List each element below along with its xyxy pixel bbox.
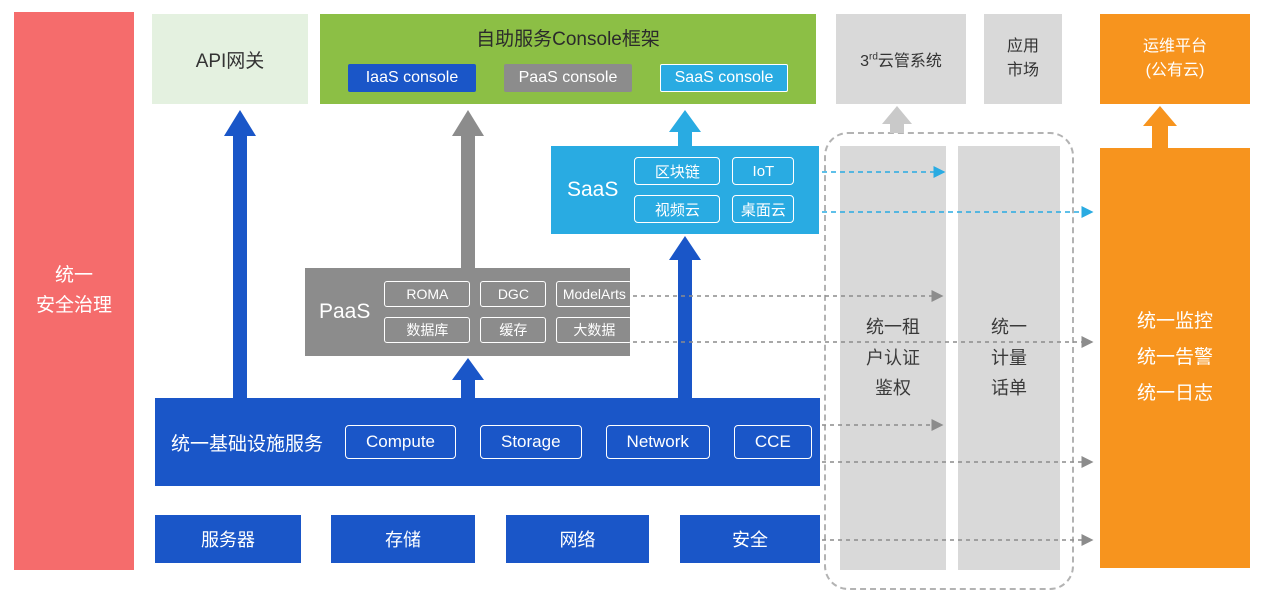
arrow-paas-to-console bbox=[452, 110, 484, 269]
metering-billing-label: 统一 计量 话单 bbox=[991, 317, 1027, 399]
iaas-layer-label: 统一基础设施服务 bbox=[171, 433, 324, 455]
saas-service-video-cloud: 视频云 bbox=[634, 195, 721, 223]
iaas-service-network: Network bbox=[605, 425, 710, 459]
metering-billing-bar: 统一 计量 话单 bbox=[958, 146, 1060, 570]
saas-layer-box: SaaS 区块链 IoT 视频云 桌面云 bbox=[551, 146, 819, 234]
infra-security-box: 安全 bbox=[680, 515, 820, 563]
paas-services-grid: ROMA DGC ModelArts 数据库 缓存 大数据 bbox=[384, 281, 633, 343]
paas-service-database: 数据库 bbox=[384, 317, 471, 343]
saas-service-blockchain: 区块链 bbox=[634, 157, 721, 185]
arrow-iaas-to-api-gateway bbox=[224, 110, 256, 399]
iaas-services-row: Compute Storage Network CCE bbox=[345, 425, 812, 459]
saas-service-iot: IoT bbox=[732, 157, 795, 185]
app-market-box: 应用 市场 bbox=[984, 14, 1062, 104]
saas-layer-label: SaaS bbox=[567, 178, 619, 201]
third-party-label: 3rd云管系统 bbox=[860, 51, 942, 70]
saas-services-grid: 区块链 IoT 视频云 桌面云 bbox=[634, 157, 795, 223]
saas-service-desktop-cloud: 桌面云 bbox=[732, 195, 795, 223]
paas-service-modelarts: ModelArts bbox=[556, 281, 633, 307]
monitoring-box: 统一监控 统一告警 统一日志 bbox=[1100, 148, 1250, 568]
paas-service-bigdata: 大数据 bbox=[556, 317, 633, 343]
paas-service-dgc: DGC bbox=[480, 281, 547, 307]
infra-storage-box: 存储 bbox=[331, 515, 475, 563]
iaas-service-storage: Storage bbox=[480, 425, 582, 459]
ops-platform-box: 运维平台 (公有云) bbox=[1100, 14, 1250, 104]
infra-network-box: 网络 bbox=[506, 515, 649, 563]
paas-service-roma: ROMA bbox=[384, 281, 471, 307]
infra-server-box: 服务器 bbox=[155, 515, 301, 563]
console-frame-title: 自助服务Console框架 bbox=[476, 29, 660, 50]
iaas-console-button: IaaS console bbox=[348, 64, 476, 92]
arrow-iaas-to-saas bbox=[669, 236, 701, 399]
arrow-saas-to-console bbox=[669, 110, 701, 147]
third-party-cloud-mgmt-box: 3rd云管系统 bbox=[836, 14, 966, 104]
console-button-row: IaaS console PaaS console SaaS console bbox=[348, 64, 788, 92]
arrow-iaas-to-paas bbox=[452, 358, 484, 399]
api-gateway-label: API网关 bbox=[195, 50, 265, 72]
paas-console-button: PaaS console bbox=[504, 64, 632, 92]
ops-platform-label: 运维平台 (公有云) bbox=[1142, 38, 1207, 79]
app-market-label: 应用 市场 bbox=[1006, 38, 1039, 79]
tenant-auth-bar: 统一租 户认证 鉴权 bbox=[840, 146, 946, 570]
iaas-layer-box: 统一基础设施服务 Compute Storage Network CCE bbox=[155, 398, 820, 486]
security-governance-bar: 统一 安全治理 bbox=[14, 12, 134, 570]
iaas-service-cce: CCE bbox=[733, 425, 812, 459]
paas-layer-label: PaaS bbox=[319, 300, 371, 323]
arrow-monitoring-to-ops-platform bbox=[1143, 106, 1177, 149]
console-frame-box: 自助服务Console框架 IaaS console PaaS console … bbox=[320, 14, 816, 104]
arrow-tenant-to-third-party bbox=[882, 106, 912, 133]
security-governance-label: 统一 安全治理 bbox=[35, 264, 112, 316]
api-gateway-box: API网关 bbox=[152, 14, 308, 104]
monitoring-label: 统一监控 统一告警 统一日志 bbox=[1136, 310, 1213, 405]
saas-console-button: SaaS console bbox=[660, 64, 788, 92]
tenant-services-dashed-container bbox=[824, 132, 1074, 590]
paas-layer-box: PaaS ROMA DGC ModelArts 数据库 缓存 大数据 bbox=[305, 268, 633, 356]
tenant-auth-label: 统一租 户认证 鉴权 bbox=[866, 317, 920, 399]
paas-service-cache: 缓存 bbox=[480, 317, 547, 343]
iaas-service-compute: Compute bbox=[345, 425, 456, 459]
